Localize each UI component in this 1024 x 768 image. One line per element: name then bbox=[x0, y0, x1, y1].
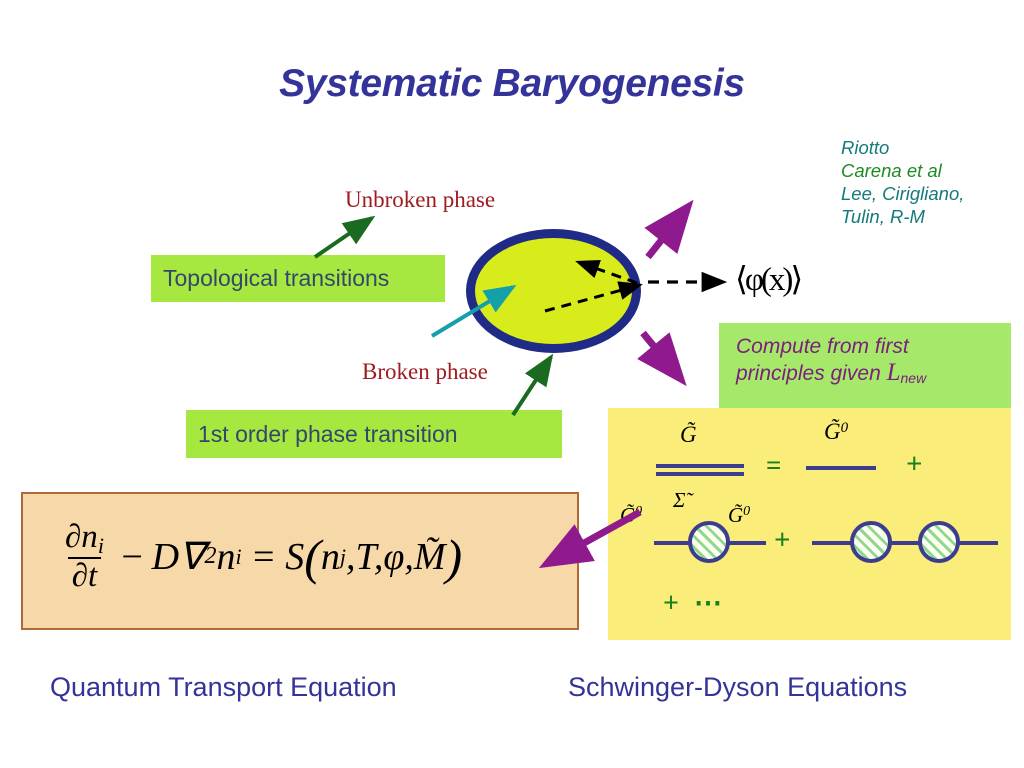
sd-free-propagator-symbol-3: G̃ bbox=[728, 503, 744, 527]
box-topological-transitions-label: Topological transitions bbox=[163, 265, 390, 291]
vev-expression: ⟨φ(x)⟩ bbox=[735, 259, 803, 299]
sd-self-energy-blob-3 bbox=[918, 521, 960, 563]
label-broken-phase: Broken phase bbox=[362, 359, 488, 384]
source-args-rest: ,T,φ,M̃ bbox=[346, 535, 446, 578]
sd-free-propagator-sup-1: 0 bbox=[840, 420, 849, 436]
sd-free-propagator-label-2: G̃0 bbox=[620, 503, 642, 528]
lagrangian-symbol: L bbox=[886, 359, 901, 386]
sd-line-right-2 bbox=[956, 541, 998, 545]
box-compute-first-principles: Compute from first principles given Lnew bbox=[719, 323, 1011, 410]
citation-item-tulin: Tulin, R-M bbox=[841, 206, 925, 227]
label-unbroken-phase: Unbroken phase bbox=[345, 187, 496, 212]
page-title: Systematic Baryogenesis bbox=[279, 62, 745, 105]
sd-plus-operator-1: + bbox=[906, 448, 923, 481]
laplacian-exponent: 2 bbox=[204, 543, 217, 570]
box-first-order-label: 1st order phase transition bbox=[198, 420, 458, 447]
fraction-numerator: ∂ni bbox=[61, 520, 108, 557]
compute-line-1: Compute from first bbox=[736, 335, 909, 358]
numerator-subscript: i bbox=[97, 533, 104, 558]
caption-quantum-transport-equation: Quantum Transport Equation bbox=[50, 672, 397, 702]
arrow-topological-to-unbroken bbox=[313, 215, 376, 259]
paren-open: ( bbox=[304, 528, 321, 585]
source-arg-subscript: j bbox=[339, 543, 347, 569]
sd-plus-text-2: + bbox=[774, 524, 791, 556]
sd-line-left-2 bbox=[812, 541, 854, 545]
citation-item-carena: Carena et al bbox=[841, 160, 942, 181]
paren-close: ) bbox=[445, 528, 463, 585]
sd-equals-text: = bbox=[766, 450, 782, 480]
numerator-text: ∂n bbox=[65, 519, 98, 555]
source-arg-n: n bbox=[320, 535, 340, 578]
sd-line-right-1 bbox=[726, 541, 766, 545]
equals-operator: = bbox=[250, 535, 277, 578]
citation-list: Riotto Carena et al Lee, Cirigliano, Tul… bbox=[841, 136, 1024, 228]
sd-line-left-1 bbox=[654, 541, 692, 545]
sd-free-propagator-sup-3: 0 bbox=[743, 504, 751, 519]
vev-text: ⟨φ(x)⟩ bbox=[735, 262, 803, 298]
sd-self-energy-label: Σ̃ bbox=[673, 488, 685, 513]
sd-self-energy-symbol: Σ̃ bbox=[673, 488, 686, 512]
source-symbol: S bbox=[285, 535, 305, 578]
arrow-bubble-wall-lower bbox=[637, 330, 687, 387]
citation-item-lee: Lee, Cirigliano, bbox=[841, 183, 965, 204]
sd-free-propagator-symbol-2: G̃ bbox=[620, 503, 636, 527]
sd-self-energy-blob-1 bbox=[688, 521, 730, 563]
sd-free-propagator-symbol-1: G̃ bbox=[824, 419, 841, 444]
box-schwinger-dyson-diagrams: G̃ = G̃0 + G̃0 Σ̃ G̃0 + bbox=[608, 408, 1011, 640]
minus-operator: − bbox=[118, 535, 145, 578]
density-subscript: i bbox=[235, 543, 242, 569]
density-symbol: n bbox=[216, 535, 236, 578]
caption-schwinger-dyson-equations: Schwinger-Dyson Equations bbox=[568, 672, 908, 702]
lagrangian-subscript: new bbox=[900, 370, 927, 386]
citation-item-riotto: Riotto bbox=[841, 137, 890, 158]
fraction-denominator: ∂t bbox=[67, 557, 102, 594]
sd-full-propagator-label: G̃ bbox=[680, 422, 697, 448]
diffusion-term: D∇ bbox=[151, 536, 205, 579]
sd-double-line-propagator bbox=[656, 464, 744, 476]
sd-full-propagator-symbol: G̃ bbox=[680, 422, 697, 447]
arrow-first-order-to-bubble bbox=[511, 353, 554, 417]
sd-single-line-propagator-1 bbox=[806, 466, 876, 470]
box-topological-transitions: Topological transitions bbox=[151, 255, 445, 302]
sd-self-energy-blob-2 bbox=[850, 521, 892, 563]
sd-equals-operator: = bbox=[766, 450, 781, 481]
sd-free-propagator-label-1: G̃0 bbox=[824, 419, 848, 445]
compute-line-2-text: principles given bbox=[736, 362, 887, 385]
bubble-ellipse bbox=[466, 229, 641, 353]
box-first-order-phase-transition: 1st order phase transition bbox=[186, 410, 562, 458]
compute-line-2: principles given Lnew bbox=[736, 360, 1011, 391]
arrow-bubble-wall-upper bbox=[644, 199, 694, 260]
partial-derivative-fraction: ∂ni ∂t bbox=[61, 520, 108, 594]
sd-ellipsis-text: + ⋯ bbox=[663, 588, 726, 619]
sd-line-mid-2 bbox=[888, 541, 922, 545]
sd-ellipsis-row: + ⋯ bbox=[663, 586, 726, 620]
sd-free-propagator-sup-2: 0 bbox=[635, 504, 643, 519]
sd-free-propagator-label-3: G̃0 bbox=[728, 503, 750, 528]
sd-plus-operator-2: + bbox=[774, 524, 791, 557]
sd-plus-text-1: + bbox=[906, 448, 923, 480]
